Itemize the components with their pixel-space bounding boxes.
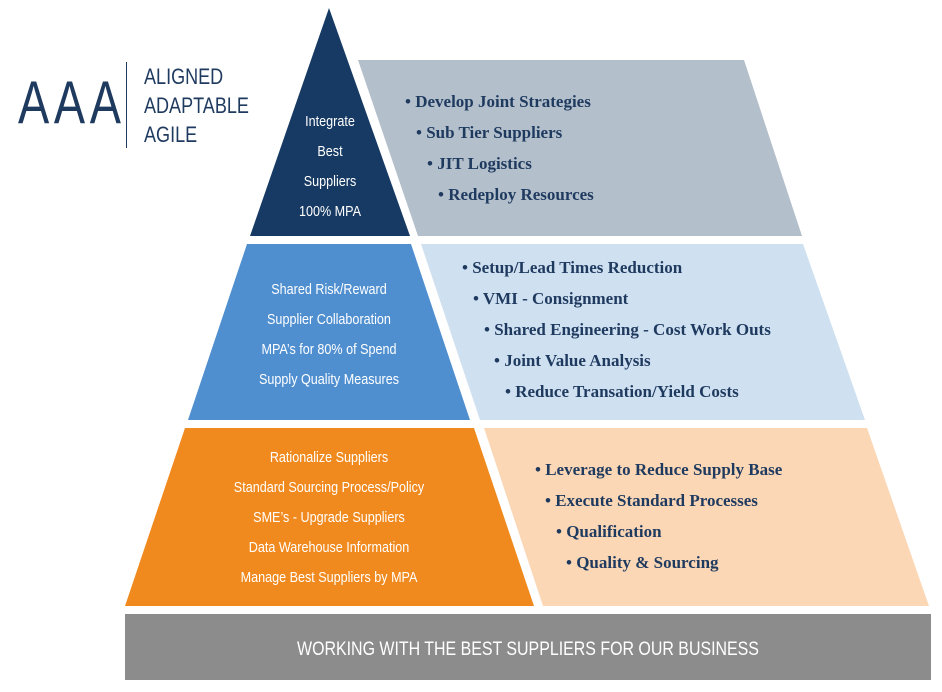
tier-2-left-line: Supply Quality Measures xyxy=(259,370,399,387)
logo-divider xyxy=(126,62,127,148)
tier-1-left-triangle xyxy=(250,8,410,236)
tier-3-left-line: Manage Best Suppliers by MPA xyxy=(241,568,419,585)
tier-3-bullet: • Leverage to Reduce Supply Base xyxy=(535,460,783,479)
tier-1-right-panel xyxy=(358,60,802,236)
tier-2-left-line: MPA’s for 80% of Spend xyxy=(261,340,396,357)
tier-3-left-line: SME’s - Upgrade Suppliers xyxy=(253,508,405,525)
tier-1-left-line: Suppliers xyxy=(304,172,357,189)
tier-2-bullet: • Setup/Lead Times Reduction xyxy=(462,258,683,277)
tier-3-bullet: • Quality & Sourcing xyxy=(566,553,719,572)
logo-word-adaptable: ADAPTABLE xyxy=(144,93,249,118)
tier-3-right-bullets: • Leverage to Reduce Supply Base • Execu… xyxy=(535,460,783,572)
tier-2-left-line: Supplier Collaboration xyxy=(267,310,391,327)
tier-2-bullet: • Reduce Transation/Yield Costs xyxy=(505,382,739,401)
tier-3-bullet: • Execute Standard Processes xyxy=(545,491,758,510)
tier-2-right-bullets: • Setup/Lead Times Reduction • VMI - Con… xyxy=(462,258,771,401)
tier-1-bullet: • Develop Joint Strategies xyxy=(405,92,591,111)
tier-1-bullet: • Redeploy Resources xyxy=(438,185,594,204)
tier-2-bullet: • VMI - Consignment xyxy=(473,289,629,308)
logo-letters: AAA xyxy=(18,69,126,136)
tier-2-left-trapezoid xyxy=(188,244,470,420)
tier-2-left-text: Shared Risk/Reward Supplier Collaboratio… xyxy=(259,280,399,387)
tier-3-right-panel xyxy=(484,428,929,606)
logo-word-aligned: ALIGNED xyxy=(144,64,224,89)
tier-2-bullet: • Joint Value Analysis xyxy=(494,351,651,370)
tier-3-left-text: Rationalize Suppliers Standard Sourcing … xyxy=(234,448,424,585)
tier-3-left-line: Rationalize Suppliers xyxy=(270,448,388,465)
tier-3-bullet: • Qualification xyxy=(556,522,662,541)
base-bar xyxy=(125,614,931,680)
tier-3-left-line: Data Warehouse Information xyxy=(249,538,410,555)
tier-2-left-line: Shared Risk/Reward xyxy=(271,280,386,297)
aaa-logo: AAA ALIGNED ADAPTABLE AGILE xyxy=(18,62,258,152)
tier-1-left-text: Integrate Best Suppliers 100% MPA xyxy=(299,112,362,219)
tier-1-bullet: • JIT Logistics xyxy=(427,154,532,173)
tier-1-left-line: Integrate xyxy=(305,112,355,129)
tier-1-left-line: 100% MPA xyxy=(299,202,362,219)
logo-words: ALIGNED ADAPTABLE AGILE xyxy=(144,62,272,149)
logo-word-agile: AGILE xyxy=(144,122,198,147)
tier-3-left-line: Standard Sourcing Process/Policy xyxy=(234,478,424,495)
base-label: WORKING WITH THE BEST SUPPLIERS FOR OUR … xyxy=(297,638,759,660)
tier-1-left-line: Best xyxy=(317,142,342,159)
tier-1-right-bullets: • Develop Joint Strategies • Sub Tier Su… xyxy=(405,92,594,204)
tier-2-right-panel xyxy=(421,244,865,420)
tier-2-bullet: • Shared Engineering - Cost Work Outs xyxy=(484,320,771,339)
tier-1-bullet: • Sub Tier Suppliers xyxy=(416,123,563,142)
tier-3-left-trapezoid xyxy=(125,428,534,606)
